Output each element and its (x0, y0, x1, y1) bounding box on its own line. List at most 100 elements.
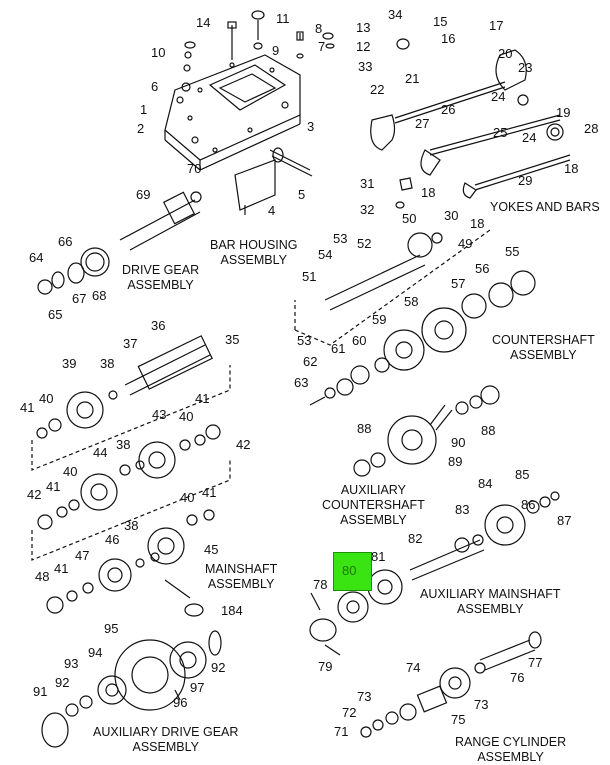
callout-40a[interactable]: 40 (39, 391, 54, 406)
callout-25[interactable]: 25 (493, 125, 508, 140)
callout-8[interactable]: 8 (315, 21, 323, 36)
callout-97[interactable]: 97 (190, 680, 205, 695)
callout-23[interactable]: 23 (518, 60, 533, 75)
callout-61[interactable]: 61 (331, 341, 346, 356)
callout-48[interactable]: 48 (35, 569, 50, 584)
callout-3[interactable]: 3 (307, 119, 315, 134)
callout-79[interactable]: 79 (318, 659, 333, 674)
callout-21[interactable]: 21 (405, 71, 420, 86)
callout-56[interactable]: 56 (475, 261, 490, 276)
callout-10[interactable]: 10 (151, 45, 166, 60)
callout-52[interactable]: 52 (357, 236, 372, 251)
callout-66[interactable]: 66 (58, 234, 73, 249)
callout-91[interactable]: 91 (33, 684, 48, 699)
callout-19[interactable]: 19 (556, 105, 571, 120)
callout-44[interactable]: 44 (93, 445, 108, 460)
callout-74[interactable]: 74 (406, 660, 421, 675)
callout-57[interactable]: 57 (451, 276, 466, 291)
callout-41e[interactable]: 41 (54, 561, 69, 576)
callout-70[interactable]: 70 (187, 161, 202, 176)
callout-34[interactable]: 34 (388, 7, 403, 22)
callout-53b[interactable]: 53 (297, 333, 312, 348)
callout-73a[interactable]: 73 (357, 689, 372, 704)
callout-15[interactable]: 15 (433, 14, 448, 29)
callout-33[interactable]: 33 (358, 59, 373, 74)
callout-46[interactable]: 46 (105, 532, 120, 547)
highlight-box[interactable] (333, 552, 372, 591)
callout-92a[interactable]: 92 (55, 675, 70, 690)
callout-88a[interactable]: 88 (357, 421, 372, 436)
callout-37[interactable]: 37 (123, 336, 138, 351)
callout-24b[interactable]: 24 (522, 130, 537, 145)
callout-77[interactable]: 77 (528, 655, 543, 670)
callout-49[interactable]: 49 (458, 236, 473, 251)
callout-69[interactable]: 69 (136, 187, 151, 202)
callout-30[interactable]: 30 (444, 208, 459, 223)
callout-31[interactable]: 31 (360, 176, 375, 191)
callout-16[interactable]: 16 (441, 31, 456, 46)
callout-13[interactable]: 13 (356, 20, 371, 35)
callout-38c[interactable]: 38 (124, 518, 139, 533)
callout-12[interactable]: 12 (356, 39, 371, 54)
callout-24a[interactable]: 24 (491, 89, 506, 104)
callout-17[interactable]: 17 (489, 18, 504, 33)
callout-20[interactable]: 20 (498, 46, 513, 61)
callout-75[interactable]: 75 (451, 712, 466, 727)
callout-82[interactable]: 82 (408, 531, 423, 546)
callout-42a[interactable]: 42 (236, 437, 251, 452)
callout-67[interactable]: 67 (72, 291, 87, 306)
callout-1[interactable]: 1 (140, 102, 148, 117)
callout-18a[interactable]: 18 (421, 185, 436, 200)
callout-71[interactable]: 71 (334, 724, 349, 739)
callout-36[interactable]: 36 (151, 318, 166, 333)
callout-85[interactable]: 85 (515, 467, 530, 482)
callout-41d[interactable]: 41 (202, 485, 217, 500)
callout-41c[interactable]: 41 (46, 479, 61, 494)
callout-41b[interactable]: 41 (195, 391, 210, 406)
callout-184[interactable]: 184 (221, 603, 243, 618)
callout-96[interactable]: 96 (173, 695, 188, 710)
callout-72[interactable]: 72 (342, 705, 357, 720)
callout-39[interactable]: 39 (62, 356, 77, 371)
callout-22[interactable]: 22 (370, 82, 385, 97)
callout-64[interactable]: 64 (29, 250, 44, 265)
callout-35[interactable]: 35 (225, 332, 240, 347)
callout-87[interactable]: 87 (557, 513, 572, 528)
callout-88b[interactable]: 88 (481, 423, 496, 438)
callout-65[interactable]: 65 (48, 307, 63, 322)
callout-4[interactable]: 4 (268, 203, 276, 218)
callout-40d[interactable]: 40 (180, 490, 195, 505)
callout-27[interactable]: 27 (415, 116, 430, 131)
callout-43[interactable]: 43 (152, 407, 167, 422)
callout-38a[interactable]: 38 (100, 356, 115, 371)
callout-94[interactable]: 94 (88, 645, 103, 660)
callout-5[interactable]: 5 (298, 187, 306, 202)
callout-73b[interactable]: 73 (474, 697, 489, 712)
callout-60[interactable]: 60 (352, 333, 367, 348)
callout-89[interactable]: 89 (448, 454, 463, 469)
callout-68[interactable]: 68 (92, 288, 107, 303)
callout-38b[interactable]: 38 (116, 437, 131, 452)
callout-11[interactable]: 11 (276, 11, 290, 26)
callout-18c[interactable]: 18 (470, 216, 485, 231)
callout-84[interactable]: 84 (478, 476, 493, 491)
callout-7[interactable]: 7 (318, 39, 326, 54)
callout-90[interactable]: 90 (451, 435, 466, 450)
callout-58[interactable]: 58 (404, 294, 419, 309)
callout-62[interactable]: 62 (303, 354, 318, 369)
callout-78[interactable]: 78 (313, 577, 328, 592)
callout-76[interactable]: 76 (510, 670, 525, 685)
callout-28[interactable]: 28 (584, 121, 599, 136)
callout-26[interactable]: 26 (441, 102, 456, 117)
callout-40c[interactable]: 40 (63, 464, 78, 479)
callout-18b[interactable]: 18 (564, 161, 579, 176)
callout-9[interactable]: 9 (272, 43, 280, 58)
callout-29[interactable]: 29 (518, 173, 533, 188)
callout-50[interactable]: 50 (402, 211, 417, 226)
callout-41a[interactable]: 41 (20, 400, 35, 415)
callout-42b[interactable]: 42 (27, 487, 42, 502)
callout-40b[interactable]: 40 (179, 409, 194, 424)
callout-93[interactable]: 93 (64, 656, 79, 671)
callout-51[interactable]: 51 (302, 269, 317, 284)
callout-6[interactable]: 6 (151, 79, 159, 94)
